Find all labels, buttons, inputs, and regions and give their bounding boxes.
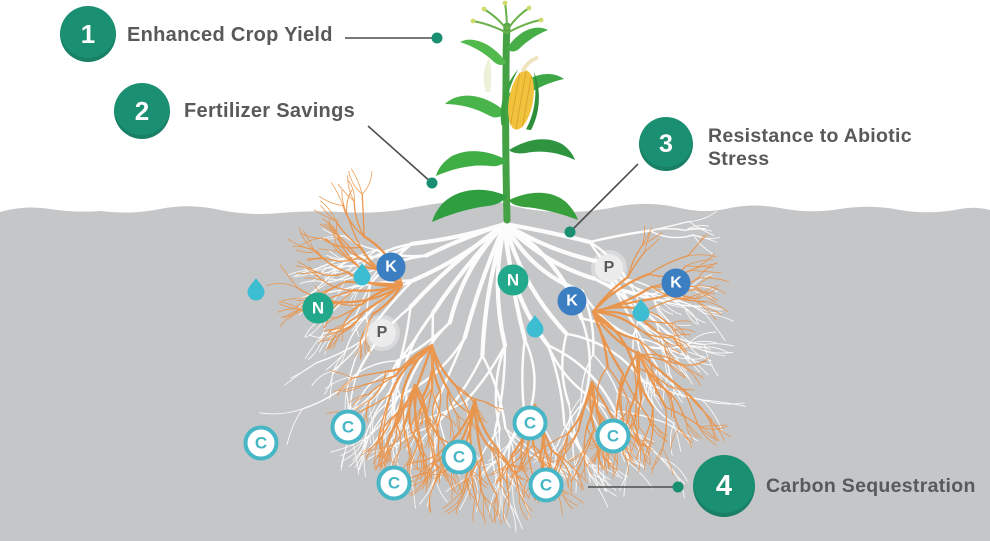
callout-4-number-badge: 4 (693, 455, 755, 517)
carbon-marker: C (330, 409, 366, 445)
callout-4-label: Carbon Sequestration (766, 475, 976, 497)
callout-1-label: Enhanced Crop Yield (127, 24, 333, 46)
potassium-marker: K (376, 252, 406, 282)
phosphorus-marker: P (595, 254, 623, 282)
potassium-marker: K (661, 268, 691, 298)
corn-plant (432, 0, 578, 224)
water-droplets (247, 263, 650, 338)
carbon-marker: C (595, 418, 631, 454)
carbon-marker: C (376, 465, 412, 501)
water-droplet-icon (526, 315, 544, 338)
water-droplet-icon (632, 299, 650, 322)
nitrogen-marker: N (497, 264, 529, 296)
mycorrhizal-fungal-network (266, 168, 732, 525)
carbon-marker: C (528, 467, 564, 503)
callout-1-number-badge: 1 (60, 6, 116, 62)
carbon-marker: C (243, 425, 279, 461)
potassium-marker: K (557, 286, 587, 316)
callout-3-number-badge: 3 (639, 117, 693, 171)
callout-2-number-badge: 2 (114, 83, 170, 139)
carbon-marker: C (441, 439, 477, 475)
callout-3-label: Resistance to Abiotic Stress (708, 125, 912, 170)
callout-2-label: Fertilizer Savings (184, 100, 356, 122)
callout-lines (345, 37, 678, 488)
callout-line-dots (426, 32, 684, 493)
phosphorus-marker: P (368, 319, 396, 347)
nitrogen-marker: N (302, 292, 334, 324)
carbon-marker: C (512, 405, 548, 441)
corn-ear (500, 56, 539, 131)
water-droplet-icon (247, 278, 265, 301)
soil-layer (0, 199, 990, 541)
water-droplet-icon (353, 263, 371, 286)
